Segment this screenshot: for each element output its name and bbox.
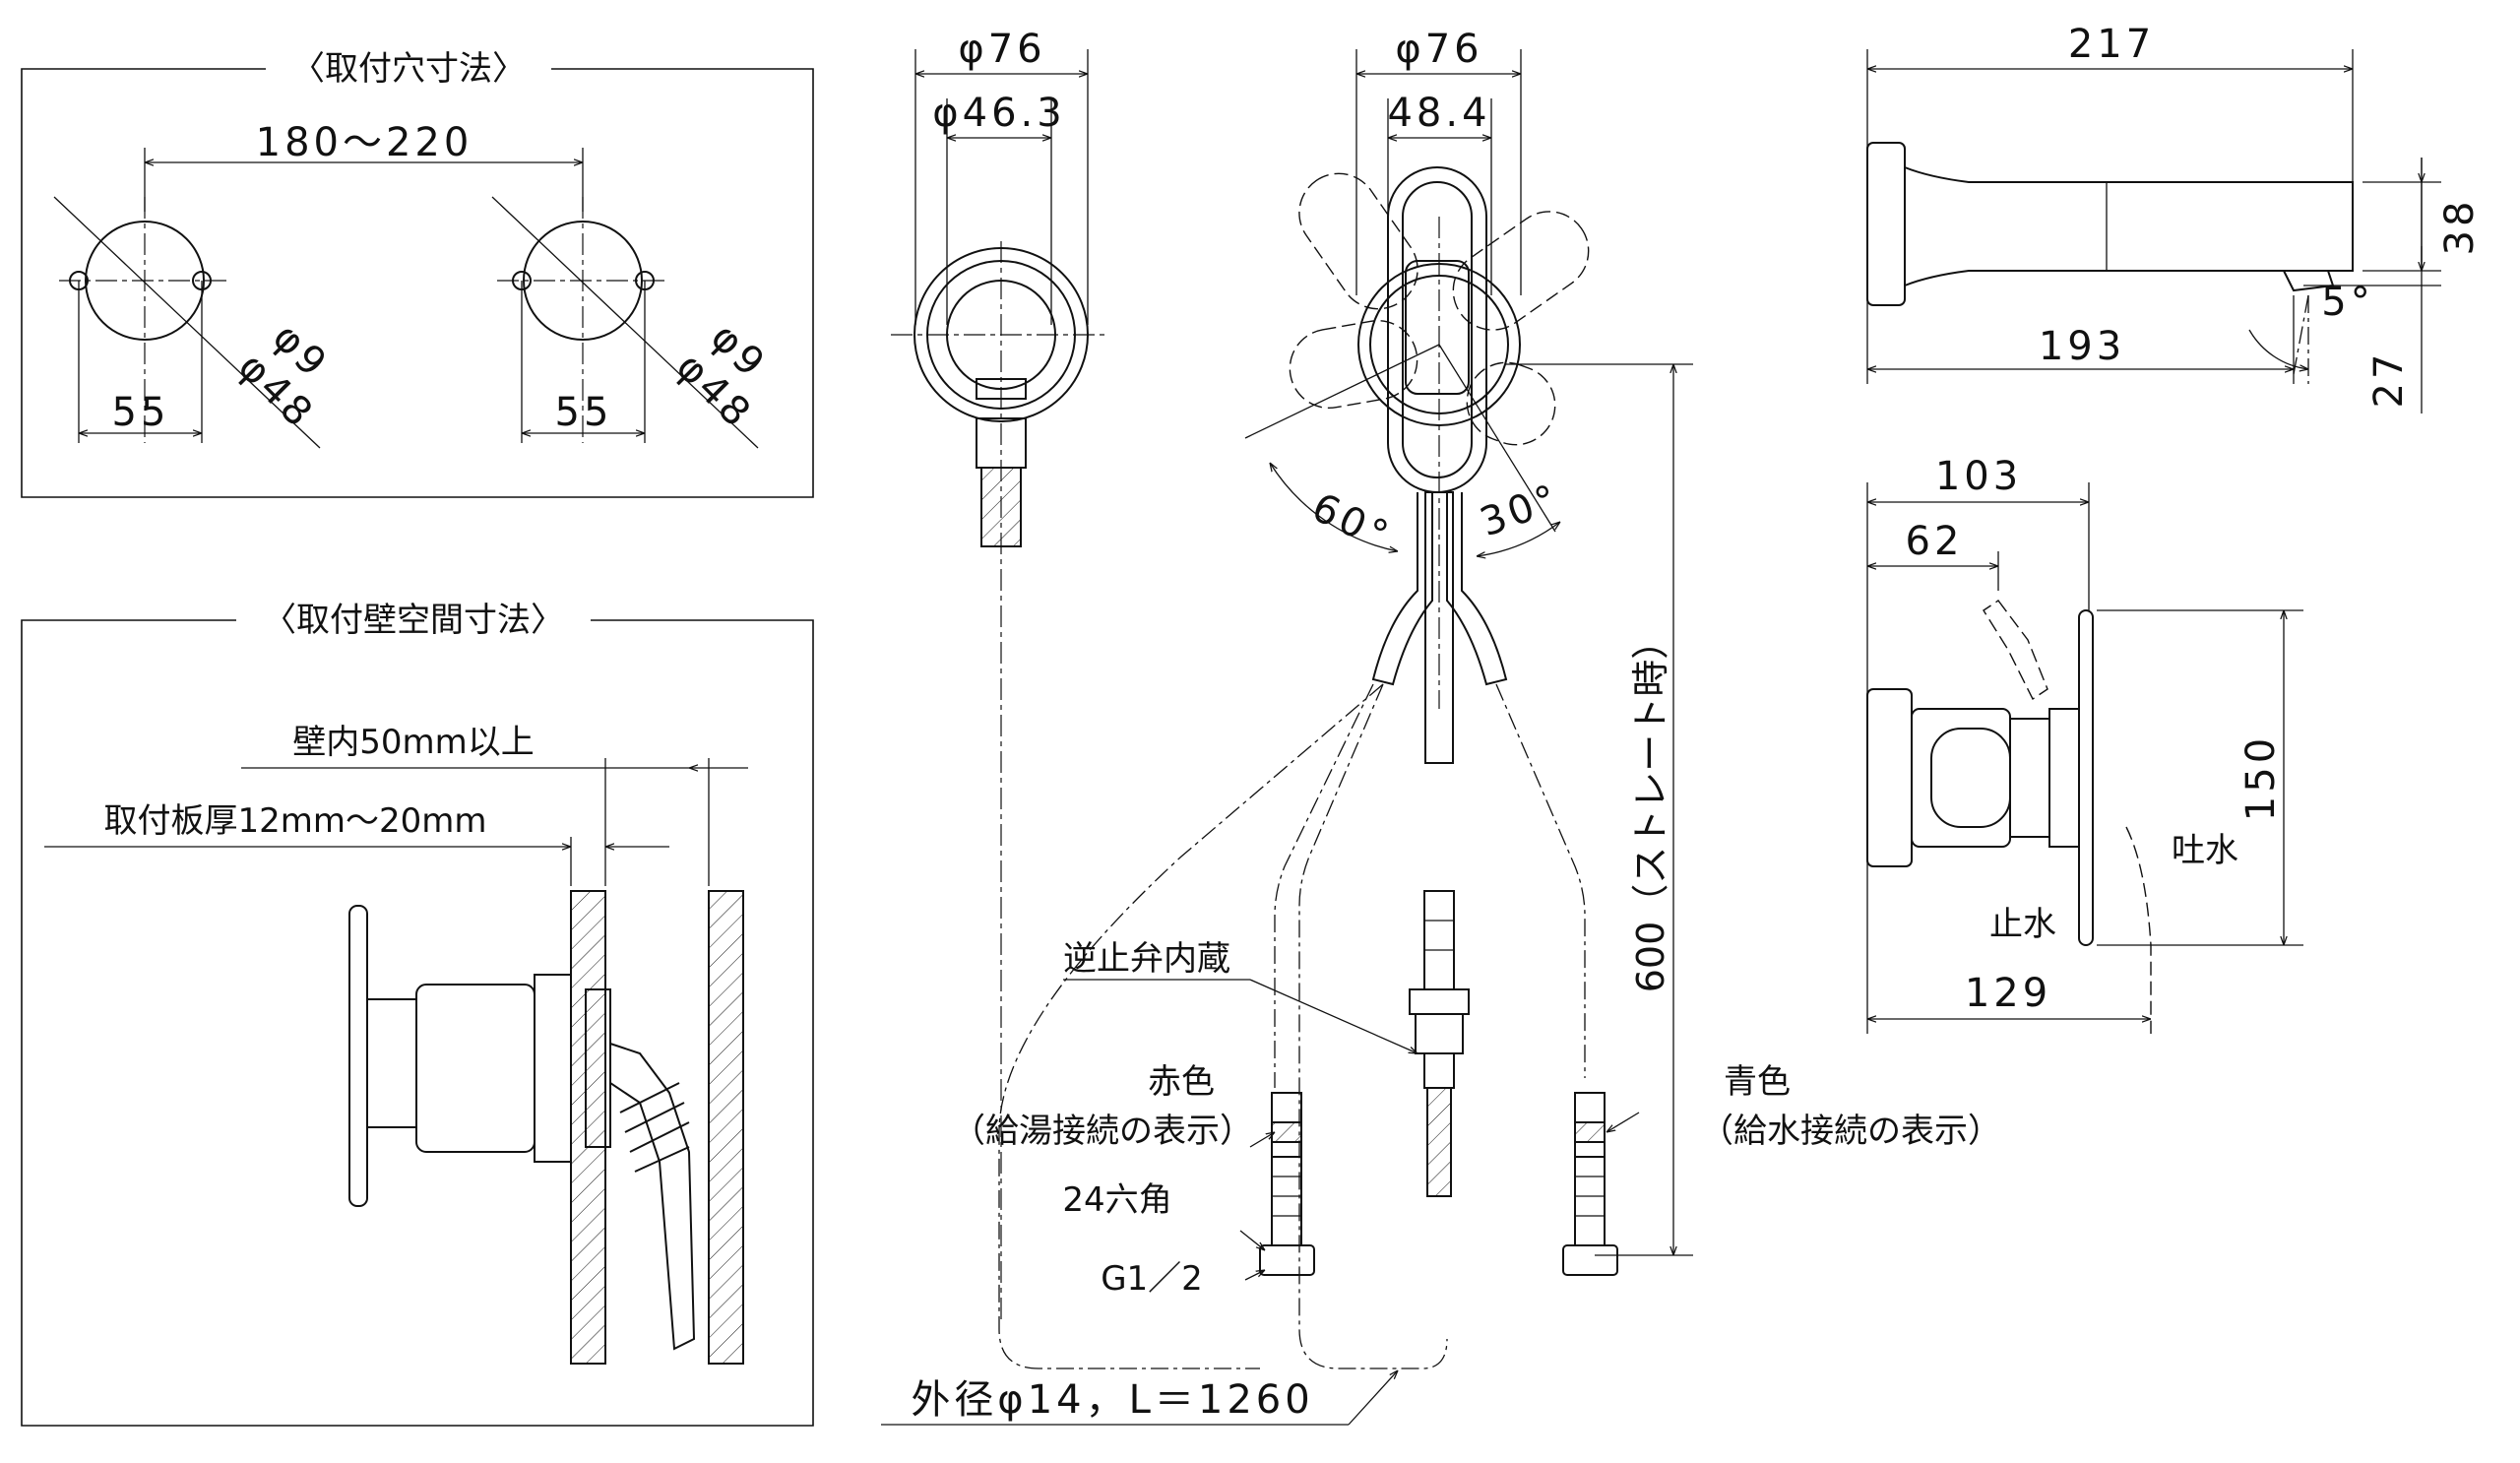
hex-size-label: 24六角 bbox=[1062, 1180, 1171, 1220]
right-offset-dim: 55 bbox=[555, 390, 613, 435]
wall-section-mixer bbox=[348, 905, 696, 1351]
blue-note: （給水接続の表示） bbox=[1700, 1112, 2001, 1151]
blue-label: 青色 bbox=[1724, 1062, 1791, 1102]
side-view-spout: 217 38 27 5° 193 bbox=[1866, 22, 2483, 413]
hole-pitch-dim: 180～220 bbox=[256, 120, 473, 165]
panel-title-wall: 〈取付壁空間寸法〉 bbox=[263, 601, 564, 640]
front-main-inner-dim: 48.4 bbox=[1387, 91, 1490, 136]
wall-space-panel: 〈取付壁空間寸法〉 壁内50mm以上 取付板厚12mm～20mm bbox=[21, 601, 814, 1427]
front-left-inner-dia: φ46.3 bbox=[932, 91, 1065, 136]
wall-inner-depth: 壁内50mm以上 bbox=[292, 723, 535, 762]
plate-thickness: 取付板厚12mm～20mm bbox=[103, 801, 486, 841]
overall-length-dim: 217 bbox=[2068, 22, 2155, 67]
thread-label: G1／2 bbox=[1101, 1259, 1203, 1299]
overall-depth-dim: 129 bbox=[1965, 971, 2051, 1016]
straight-length-dim: 600（ストレート時） bbox=[1629, 622, 1672, 993]
front-view-body: φ76 φ46.3 bbox=[891, 27, 1107, 1319]
stop-label: 止水 bbox=[1989, 905, 2056, 944]
spout-drop-dim: 27 bbox=[2366, 350, 2412, 409]
side-view-valve: 103 62 150 吐水 止水 129 bbox=[1866, 454, 2303, 1034]
front-view-handle: φ76 48.4 60° 30° 6 bbox=[881, 27, 2001, 1426]
angle-right: 30° bbox=[1475, 476, 1567, 546]
front-main-outer-dia: φ76 bbox=[1395, 27, 1482, 72]
angle-left: 60° bbox=[1305, 484, 1399, 560]
left-hole bbox=[53, 196, 321, 449]
right-hole bbox=[491, 196, 759, 449]
panel-title-hole: 〈取付穴寸法〉 bbox=[291, 49, 526, 89]
spout-label: 吐水 bbox=[2172, 831, 2238, 870]
spout-length-dim: 193 bbox=[2039, 324, 2125, 369]
spout-height-dim: 38 bbox=[2437, 198, 2483, 256]
red-note: （給湯接続の表示） bbox=[952, 1112, 1253, 1151]
hot-connection bbox=[1259, 1092, 1315, 1276]
front-left-outer-dia: φ76 bbox=[958, 27, 1045, 72]
check-valve-label: 逆止弁内蔵 bbox=[1063, 939, 1230, 979]
mounting-hole-panel: 〈取付穴寸法〉 180～220 55 φ9 φ48 bbox=[21, 49, 814, 498]
hose-spec-label: 外径φ14，L＝1260 bbox=[911, 1377, 1313, 1423]
spout-angle-dim: 5° bbox=[2321, 280, 2373, 325]
check-valve-fitting bbox=[1409, 890, 1470, 1197]
plate-height-dim: 150 bbox=[2238, 734, 2284, 821]
depth-outer-dim: 103 bbox=[1935, 454, 2022, 499]
left-offset-dim: 55 bbox=[112, 390, 170, 435]
depth-inner-dim: 62 bbox=[1906, 519, 1964, 564]
cold-connection bbox=[1562, 1092, 1618, 1276]
red-label: 赤色 bbox=[1148, 1062, 1215, 1102]
